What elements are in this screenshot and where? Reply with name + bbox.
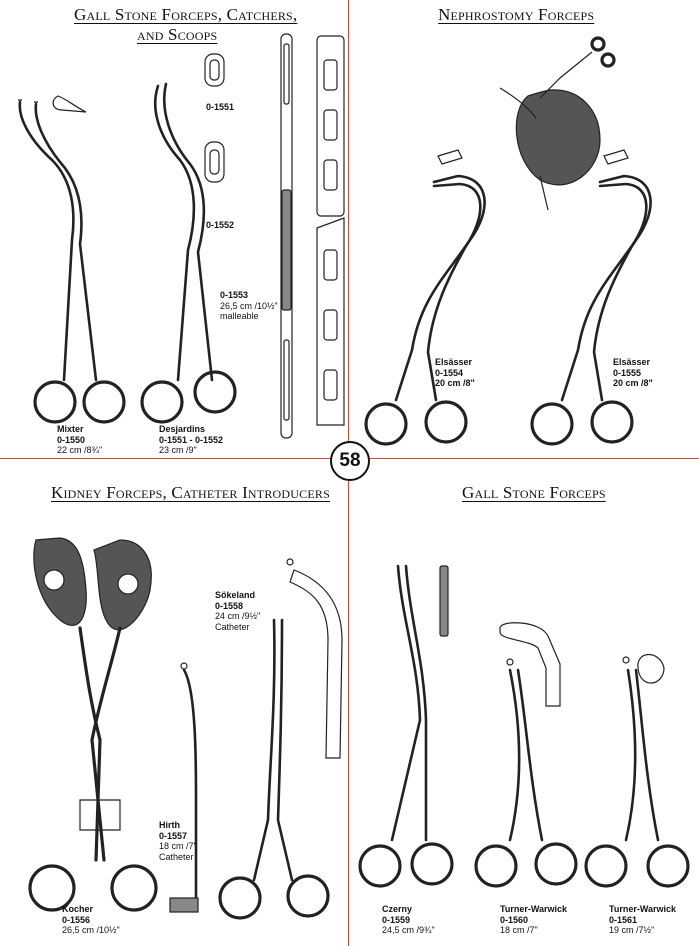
product-size: 19 cm /7½" — [609, 925, 655, 935]
product-code: 0-1561 — [609, 914, 638, 925]
product-note: Catheter — [159, 851, 194, 862]
label-mixter: Mixter 0-1550 22 cm /8¾" — [57, 424, 102, 456]
long-scoop-illustration — [280, 33, 345, 439]
product-code: 0-1554 — [435, 367, 464, 378]
product-note: malleable — [220, 311, 259, 321]
product-code: 0-1551 - 0-1552 — [159, 434, 224, 445]
product-name: Desjardins — [159, 424, 206, 434]
label-sokeland: Sökeland 0-1558 24 cm /9½" Catheter — [215, 590, 260, 632]
product-name: Kocher — [62, 904, 94, 914]
scoop-code-0-1552: 0-1552 — [206, 220, 235, 230]
elsasser-forceps-2-illustration — [530, 149, 652, 446]
product-size: 20 cm /8" — [435, 378, 475, 388]
desjardins-forceps-illustration — [140, 82, 237, 424]
label-czerny: Czerny 0-1559 24,5 cm /9¾" — [382, 904, 435, 936]
label-kocher: Kocher 0-1556 26,5 cm /10½" — [62, 904, 120, 936]
product-size: 18 cm /7" — [500, 925, 538, 935]
title-gall-stone-forceps: Gall Stone Forceps — [462, 483, 606, 502]
product-name: Mixter — [57, 424, 84, 434]
elsasser-forceps-1-illustration — [364, 149, 486, 446]
scoop-code-0-1551: 0-1551 — [206, 102, 235, 112]
product-name: Czerny — [382, 904, 413, 914]
product-name: Turner-Warwick — [500, 904, 568, 914]
product-code: 0-1556 — [62, 914, 91, 925]
product-code: 0-1560 — [500, 914, 529, 925]
title-nephrostomy-forceps: Nephrostomy Forceps — [438, 5, 595, 24]
product-size: 26,5 cm /10½" — [62, 925, 120, 935]
czerny-forceps-illustration — [358, 564, 454, 888]
label-turner-warwick-0-1560: Turner-Warwick 0-1560 18 cm /7" — [500, 904, 567, 936]
label-hirth: Hirth 0-1557 18 cm /7" Catheter — [159, 820, 197, 862]
label-scoop-0-1553: 0-1553 26,5 cm /10½" malleable — [220, 290, 278, 322]
hirth-catheter-introducer-illustration — [169, 662, 199, 913]
label-turner-warwick-0-1561: Turner-Warwick 0-1561 19 cm /7½" — [609, 904, 676, 936]
turner-warwick-2-illustration — [584, 653, 690, 888]
label-elsasser-0-1554: Elsässer 0-1554 20 cm /8" — [435, 357, 475, 389]
product-note: Catheter — [215, 621, 250, 632]
product-size: 24,5 cm /9¾" — [382, 925, 435, 935]
scoop-tips-illustration — [204, 53, 225, 183]
product-size: 23 cm /9" — [159, 445, 197, 455]
label-desjardins: Desjardins 0-1551 - 0-1552 23 cm /9" — [159, 424, 223, 456]
mixter-forceps-illustration — [18, 95, 126, 424]
kidney-diagram-illustration — [499, 36, 616, 211]
title-gall-stone-forceps-catchers: Gall Stone Forceps, Catchers, — [74, 5, 298, 24]
product-name: Turner-Warwick — [609, 904, 677, 914]
product-name: Hirth — [159, 820, 180, 830]
product-size: 18 cm /7" — [159, 841, 197, 851]
product-code: 0-1555 — [613, 367, 642, 378]
product-size: 22 cm /8¾" — [57, 445, 103, 455]
product-name: Elsässer — [613, 357, 651, 367]
title-and-scoops: and Scoops — [137, 25, 218, 44]
kocher-forceps-illustration — [28, 537, 158, 912]
product-code: 0-1558 — [215, 600, 244, 611]
product-code: 0-1550 — [57, 434, 86, 445]
label-elsasser-0-1555: Elsässer 0-1555 20 cm /8" — [613, 357, 653, 389]
product-code: 0-1559 — [382, 914, 411, 925]
product-code: 0-1553 — [220, 290, 249, 300]
product-code: 0-1557 — [159, 830, 188, 841]
turner-warwick-1-illustration — [474, 622, 578, 888]
title-kidney-forceps-catheter-introducers: Kidney Forceps, Catheter Introducers — [51, 483, 330, 502]
sokeland-forceps-illustration — [218, 558, 343, 920]
product-name: Sökeland — [215, 590, 256, 600]
page-number: 58 — [330, 441, 370, 481]
product-name: Elsässer — [435, 357, 473, 367]
product-size: 20 cm /8" — [613, 378, 653, 388]
product-size: 26,5 cm /10½" — [220, 300, 278, 311]
product-size: 24 cm /9½" — [215, 611, 261, 621]
